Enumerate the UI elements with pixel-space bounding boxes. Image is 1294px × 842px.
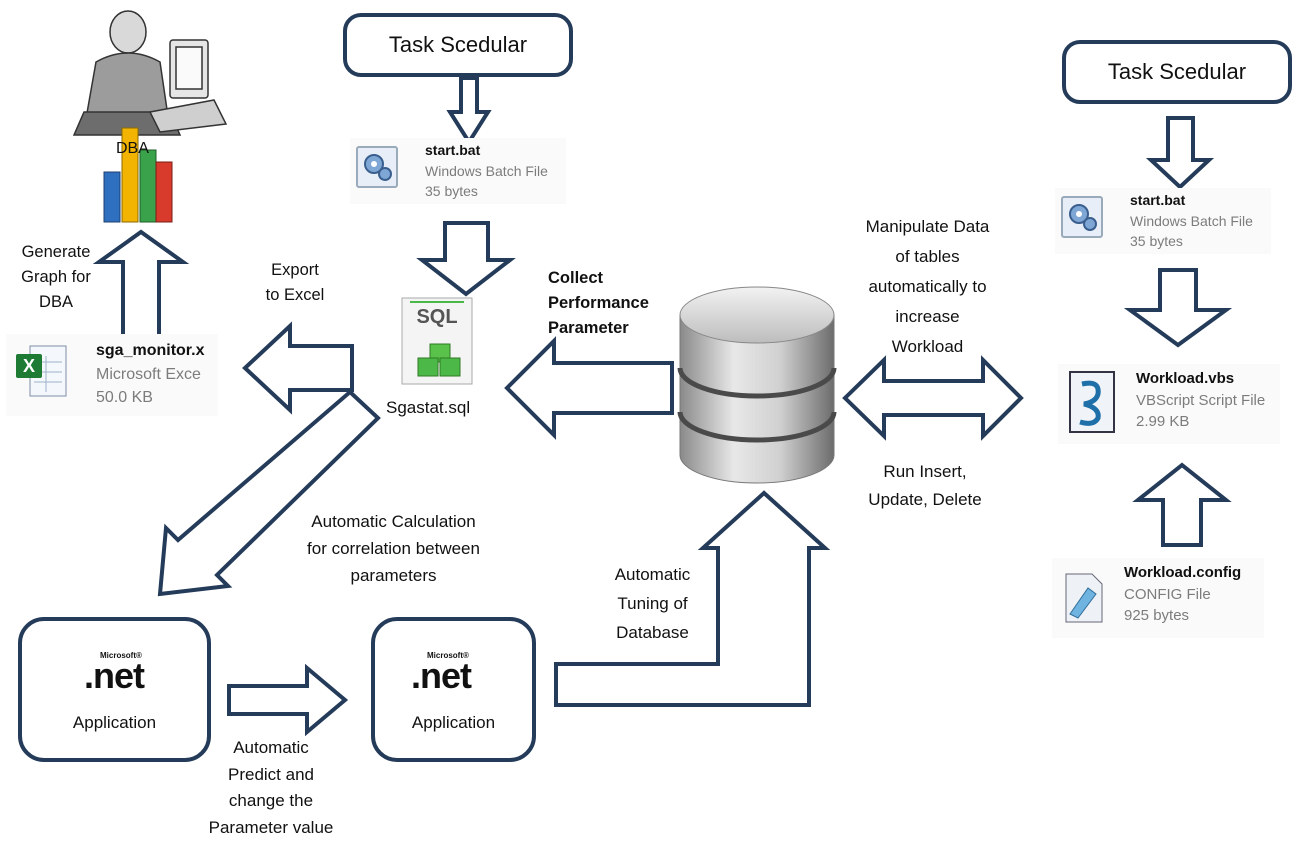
auto-tuning-line-2: Tuning of [617, 594, 688, 613]
manipulate-data-line-1: Manipulate Data [865, 217, 990, 236]
gear-icon [1061, 196, 1103, 238]
auto-predict-line-3: change the [228, 791, 314, 810]
manipulate-data-line-4: increase [895, 307, 960, 326]
sga-monitor-file: X sga_monitor.x Microsoft Exce 50.0 KB [6, 334, 218, 416]
gear-icon [356, 146, 398, 188]
workload-config-type: CONFIG File [1124, 586, 1211, 603]
manipulate-data-line-3: automatically to [868, 277, 987, 296]
workload-config-name: Workload.config [1124, 564, 1242, 581]
app-left-label: Application [72, 713, 157, 732]
export-excel-line-2: to Excel [265, 286, 325, 304]
export-excel-label: Export to Excel [250, 258, 340, 308]
excel-icon: X [14, 342, 70, 402]
collect-performance-line-1: Collect [548, 269, 604, 287]
task-scheduler-left-label: Task Scedular [388, 32, 528, 57]
arrow-db-to-sql [504, 336, 674, 440]
dotnet-logo-right: .net [411, 655, 472, 696]
microsoft-brand-left: Microsoft® [100, 651, 142, 660]
arrow-excel-to-dba [92, 229, 190, 340]
start-bat-left-size: 35 bytes [425, 183, 478, 199]
arrow-start-to-sql [416, 221, 516, 297]
workload-config-file: Workload.config CONFIG File 925 bytes [1052, 558, 1264, 638]
auto-predict-label: Automatic Predict and change the Paramet… [196, 735, 346, 841]
dba-label: DBA [116, 140, 149, 157]
person-at-computer-icon [72, 10, 228, 136]
workload-vbs-file: Workload.vbs VBScript Script File 2.99 K… [1058, 364, 1280, 444]
auto-calc-label: Automatic Calculation for correlation be… [286, 508, 501, 589]
script-icon [1064, 368, 1120, 436]
bar-chart-icon [103, 127, 173, 223]
dotnet-logo-left: .net [84, 655, 145, 696]
auto-calc-line-3: parameters [350, 566, 437, 585]
arrow-sql-to-excel [242, 321, 354, 415]
manipulate-data-label: Manipulate Data of tables automatically … [845, 212, 1010, 362]
arrow-config-to-vbs [1132, 462, 1232, 547]
sql-file-icon-text: SQL [416, 306, 458, 328]
arrow-scheduler-to-start-left [446, 76, 492, 146]
workload-vbs-name: Workload.vbs [1136, 370, 1235, 387]
auto-calc-line-1: Automatic Calculation [311, 512, 476, 531]
manipulate-data-line-5: Workload [891, 337, 964, 356]
dotnet-app-left: Microsoft® .net Application [18, 617, 211, 762]
arrow-diagonal-to-app [157, 389, 381, 597]
run-insert-line-2: Update, Delete [868, 490, 982, 509]
arrow-app-to-app [227, 663, 349, 737]
start-bat-right-type: Windows Batch File [1130, 213, 1253, 229]
arrow-scheduler-to-start-right [1145, 116, 1215, 190]
auto-tuning-line-3: Database [616, 623, 689, 642]
generate-graph-line-1: Generate [21, 243, 91, 261]
arrow-app-to-db [554, 490, 831, 707]
sql-file-name: Sgastat.sql [386, 398, 471, 417]
auto-tuning-label: Automatic Tuning of Database [600, 560, 705, 647]
microsoft-brand-right: Microsoft® [427, 651, 469, 660]
collect-performance-line-2: Performance [548, 294, 649, 312]
start-bat-left-type: Windows Batch File [425, 163, 548, 179]
arrow-db-workload-double [842, 355, 1024, 441]
export-excel-line-1: Export [271, 261, 319, 279]
manipulate-data-line-2: of tables [895, 247, 960, 266]
database-icon [677, 286, 837, 484]
task-scheduler-right: Task Scedular [1062, 40, 1292, 104]
auto-calc-line-2: for correlation between [307, 539, 480, 558]
start-bat-right-size: 35 bytes [1130, 233, 1183, 249]
run-insert-line-1: Run Insert, [883, 462, 967, 481]
run-insert-label: Run Insert, Update, Delete [850, 458, 1000, 514]
svg-text:X: X [23, 356, 35, 376]
collect-performance-label: Collect Performance Parameter [548, 266, 649, 341]
sga-monitor-size: 50.0 KB [96, 389, 153, 406]
sga-monitor-name: sga_monitor.x [96, 342, 205, 359]
app-right-label: Application [411, 713, 496, 732]
auto-tuning-line-1: Automatic [614, 565, 691, 584]
workload-config-size: 925 bytes [1124, 607, 1190, 624]
arrow-start-to-vbs [1123, 268, 1233, 348]
auto-predict-line-4: Parameter value [208, 817, 334, 837]
auto-predict-line-2: Predict and [228, 764, 314, 784]
task-scheduler-right-label: Task Scedular [1107, 59, 1247, 84]
generate-graph-line-3: DBA [39, 293, 73, 311]
sql-file-icon: SQL [400, 296, 480, 388]
dotnet-app-right: Microsoft® .net Application [371, 617, 536, 762]
workload-vbs-type: VBScript Script File [1136, 392, 1266, 409]
collect-performance-line-3: Parameter [548, 319, 629, 337]
generate-graph-line-2: Graph for [21, 268, 91, 286]
config-file-icon [1062, 570, 1106, 626]
generate-graph-label: Generate Graph for DBA [6, 240, 106, 315]
start-bat-left-file: start.bat Windows Batch File 35 bytes [350, 138, 566, 204]
start-bat-left-name: start.bat [425, 142, 481, 158]
workload-vbs-size: 2.99 KB [1136, 413, 1190, 430]
task-scheduler-left: Task Scedular [343, 13, 573, 77]
sga-monitor-type: Microsoft Exce [96, 366, 201, 383]
start-bat-right-name: start.bat [1130, 192, 1186, 208]
auto-predict-line-1: Automatic [233, 738, 309, 757]
start-bat-right-file: start.bat Windows Batch File 35 bytes [1055, 188, 1271, 254]
